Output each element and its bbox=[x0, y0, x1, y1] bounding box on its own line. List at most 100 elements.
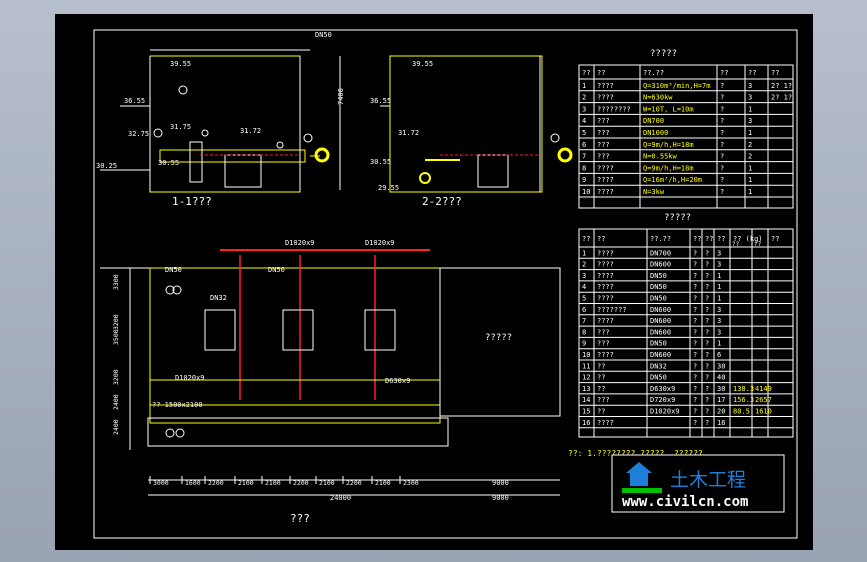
pipe-cell: ?? bbox=[597, 385, 605, 393]
dim-left-label: 2400 bbox=[112, 419, 120, 435]
pipe-header-cell: ?? bbox=[771, 235, 779, 243]
pipe-cell: ? bbox=[693, 306, 697, 314]
pipe-cell: 16 bbox=[717, 419, 725, 427]
dim-9000b: 9000 bbox=[492, 494, 509, 502]
drawing-note: ??: 1.???????? ?????, ??????. bbox=[568, 449, 708, 458]
pipe-cell: 1610 bbox=[755, 408, 772, 416]
section-1-1: DN50 7400 39.55 36.55 32.75 31.75 31.72 … bbox=[96, 31, 345, 208]
pipe-cell: 3 bbox=[717, 317, 721, 325]
pipe-cell: 13 bbox=[582, 385, 590, 393]
pipe-header-cell: ?? bbox=[597, 235, 605, 243]
equipment-cell: 2? 1? bbox=[771, 94, 792, 102]
equipment-cell: 3 bbox=[748, 82, 752, 90]
watermark-brand: 土木工程 bbox=[670, 469, 746, 491]
equipment-cell: ? bbox=[720, 164, 724, 172]
equipment-cell: 2 bbox=[582, 94, 586, 102]
elev-3175: 31.75 bbox=[170, 123, 191, 131]
pipe-d1020-c: D1020x9 bbox=[175, 374, 205, 382]
pipe-weight-subheader: ?? bbox=[732, 241, 740, 248]
dim-9000a: 9000 bbox=[492, 479, 509, 487]
pipe-cell: ? bbox=[693, 272, 697, 280]
pipe-cell: 17 bbox=[717, 396, 725, 404]
elev-2955: 29.55 bbox=[378, 184, 399, 192]
pipe-cell: 138.3 bbox=[733, 385, 754, 393]
pipe-cell: ? bbox=[693, 249, 697, 257]
pipe-cell: DN50 bbox=[650, 283, 667, 291]
pipe-cell: ? bbox=[693, 385, 697, 393]
pipe-cell: DN600 bbox=[650, 328, 671, 336]
pipe-cell: DN600 bbox=[650, 317, 671, 325]
equipment-cell: 1 bbox=[748, 188, 752, 196]
equipment-cell: ??? bbox=[597, 153, 610, 161]
equipment-cell: ? bbox=[720, 176, 724, 184]
equipment-cell: ? bbox=[720, 94, 724, 102]
equipment-cell: 1 bbox=[748, 105, 752, 113]
pipe-cell: 30 bbox=[717, 362, 725, 370]
pipe-cell: 15 bbox=[582, 408, 590, 416]
pipe-dn50-a: DN50 bbox=[165, 266, 182, 274]
pipe-cell: ? bbox=[693, 283, 697, 291]
pipe-cell: D720x9 bbox=[650, 396, 675, 404]
dim-left-label: 3300 bbox=[112, 274, 120, 290]
pipe-table: ????? ??????.?????????? (kg)??????1????D… bbox=[578, 213, 794, 438]
pipe-cell: ? bbox=[705, 385, 709, 393]
equipment-cell: ? bbox=[720, 129, 724, 137]
watermark-logo: 土木工程 www.civilcn.com bbox=[611, 454, 785, 513]
equipment-table: ????? ??????.????????1????Q=310m³/min,H=… bbox=[578, 49, 794, 209]
equipment-cell: 1 bbox=[748, 164, 752, 172]
equipment-cell: 7 bbox=[582, 153, 586, 161]
pipe-cell: 1 bbox=[717, 283, 721, 291]
equipment-cell: 2 bbox=[748, 141, 752, 149]
pipe-cell: ??? bbox=[597, 328, 610, 336]
pipe-cell: 16 bbox=[582, 419, 590, 427]
pipe-header-cell: ?? bbox=[582, 235, 590, 243]
pipe-cell: 4149 bbox=[755, 385, 772, 393]
pipe-cell: ?? bbox=[597, 374, 605, 382]
pipe-cell: ? bbox=[705, 261, 709, 269]
pipe-header-cell: ?? (kg) bbox=[733, 235, 763, 243]
pipe-cell: 7 bbox=[582, 317, 586, 325]
pipe-cell: ? bbox=[705, 408, 709, 416]
pipe-cell: 8 bbox=[582, 328, 586, 336]
elev-3955-a: 39.55 bbox=[170, 60, 191, 68]
pipe-cell: ? bbox=[705, 351, 709, 359]
pipe-cell: ? bbox=[705, 317, 709, 325]
watermark-url: www.civilcn.com bbox=[622, 494, 748, 510]
equipment-cell: 1 bbox=[748, 129, 752, 137]
pipe-cell: ? bbox=[693, 340, 697, 348]
pipe-cell: 30 bbox=[717, 385, 725, 393]
equipment-cell: 8 bbox=[582, 164, 586, 172]
pipe-cell: ?? bbox=[597, 362, 605, 370]
pipe-cell: ???? bbox=[597, 261, 614, 269]
pipe-cell: ???? bbox=[597, 283, 614, 291]
equipment-cell: ? bbox=[720, 141, 724, 149]
pipe-cell: ? bbox=[693, 317, 697, 325]
equipment-cell: 2 bbox=[748, 153, 752, 161]
elev-3055-a: 30.55 bbox=[158, 159, 179, 167]
dim-bottom-label: 2200 bbox=[346, 479, 362, 487]
pipe-cell: DN50 bbox=[650, 340, 667, 348]
equipment-cell: ???????? bbox=[597, 105, 631, 113]
equipment-cell: ???? bbox=[597, 164, 614, 172]
pipe-cell: ? bbox=[693, 374, 697, 382]
equipment-cell: ? bbox=[720, 82, 724, 90]
pipe-cell: ? bbox=[705, 362, 709, 370]
equipment-cell: ??? bbox=[597, 141, 610, 149]
equipment-header-cell: ?? bbox=[582, 69, 590, 77]
drawing-border bbox=[93, 29, 798, 539]
equipment-cell: ? bbox=[720, 188, 724, 196]
pipe-header-cell: ?? bbox=[705, 235, 713, 243]
pipe-cell: ? bbox=[705, 340, 709, 348]
equipment-cell: 6 bbox=[582, 141, 586, 149]
elev-3172-b: 31.72 bbox=[398, 129, 419, 137]
house-icon bbox=[622, 462, 662, 493]
pipe-cell: ? bbox=[705, 306, 709, 314]
pipe-cell: 3 bbox=[717, 306, 721, 314]
pipe-cell: ? bbox=[705, 295, 709, 303]
pipe-cell: 6 bbox=[582, 306, 586, 314]
dim-bottom-label: 2100 bbox=[238, 479, 254, 487]
equipment-cell: ???? bbox=[597, 94, 614, 102]
equipment-header-cell: ?? bbox=[720, 69, 728, 77]
pipe-cell: DN50 bbox=[650, 374, 667, 382]
